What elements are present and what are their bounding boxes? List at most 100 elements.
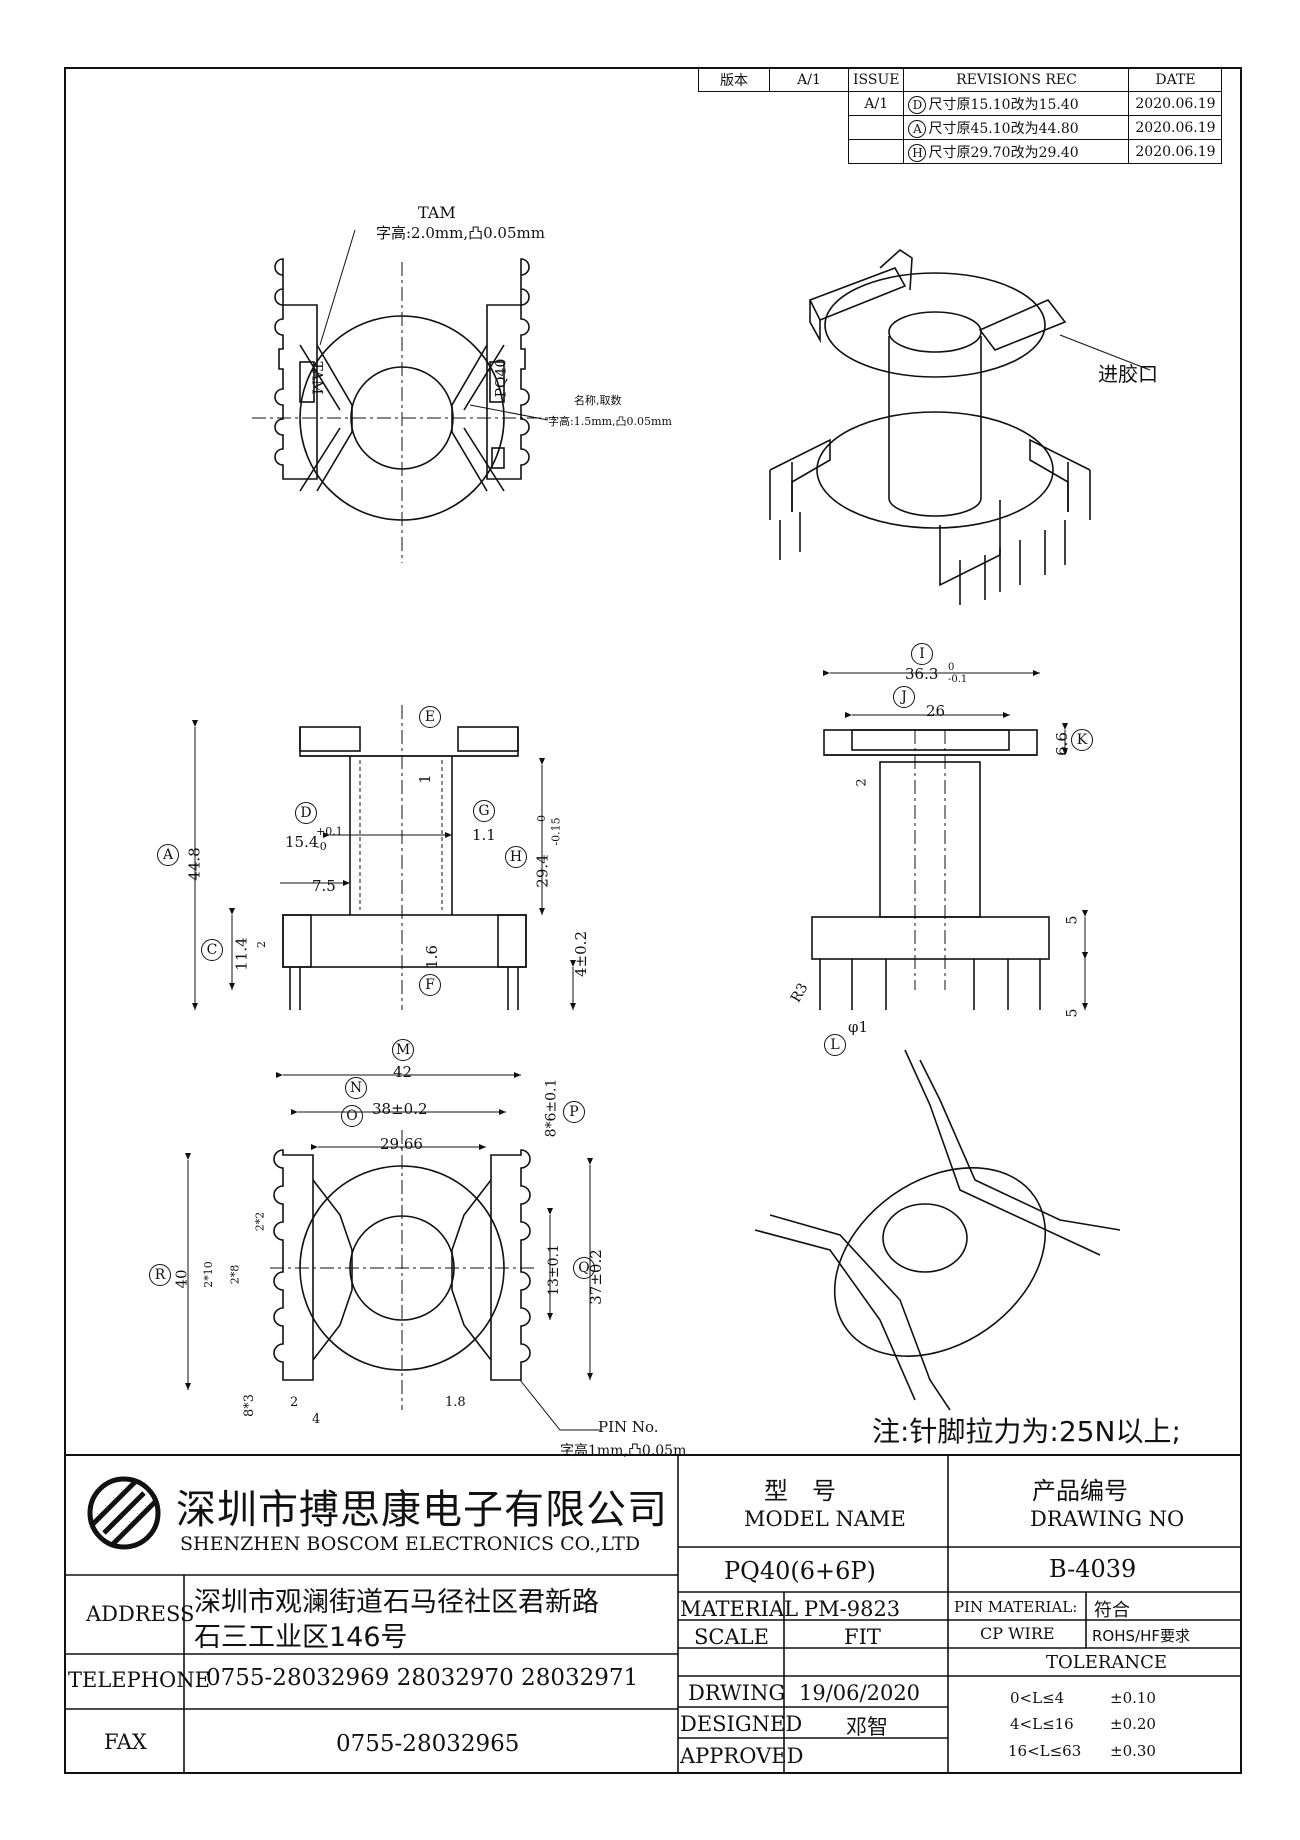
cp-wire: CP WIRE xyxy=(980,1624,1055,1643)
iso-view-bottom xyxy=(754,1049,1121,1411)
dim-O: 29.66 xyxy=(380,1135,423,1153)
material-label: MATERIAL xyxy=(680,1597,799,1621)
company-logo xyxy=(87,1476,161,1550)
dim-r2x2: 2*2 xyxy=(253,1211,267,1232)
balloon-a: A xyxy=(157,844,179,866)
material-value: PM-9823 xyxy=(804,1597,901,1621)
tam-spec: 字高:2.0mm,凸0.05mm xyxy=(376,224,545,242)
dim-I-tol-up: 0 xyxy=(948,662,955,673)
dim-c2: 2 xyxy=(255,941,268,948)
top-view xyxy=(252,258,555,563)
dim-M: 42 xyxy=(393,1063,413,1081)
body-text-pq40: PQ40 xyxy=(493,358,510,398)
dim-k5a: 5 xyxy=(1064,915,1081,925)
dim-D-tol-up: +0.1 xyxy=(316,825,343,838)
drawing-cn: 产品编号 xyxy=(1032,1477,1128,1505)
dim-k5b: 5 xyxy=(1064,1008,1081,1018)
dim-b4: 4 xyxy=(312,1412,321,1427)
pull-force-note: 注:针脚拉力为:25N以上; xyxy=(872,1415,1181,1448)
address-line-1: 深圳市观澜街道石马径社区君新路 xyxy=(194,1587,599,1618)
iso-view-top xyxy=(769,248,1091,605)
scale-label: SCALE xyxy=(694,1625,769,1649)
body-text-tam: TAM xyxy=(308,361,325,395)
telephone-value: 0755-28032969 28032970 28032971 xyxy=(206,1665,639,1691)
dim-b8x3: 8*3 xyxy=(242,1393,258,1418)
dim-R: 40 xyxy=(172,1269,191,1289)
fax-value: 0755-28032965 xyxy=(336,1731,520,1757)
balloon-r: R xyxy=(149,1264,171,1286)
name-qty-label: 名称,取数 xyxy=(574,394,622,407)
side-view xyxy=(811,729,1050,1010)
rohs-value: ROHS/HF要求 xyxy=(1092,1627,1190,1645)
bottom-view xyxy=(270,1130,535,1410)
balloon-o: O xyxy=(341,1105,363,1127)
tol-range-3: 16<L≤63 xyxy=(1008,1742,1082,1760)
dim-b18: 1.8 xyxy=(445,1395,466,1410)
pin-no-label: PIN No. xyxy=(598,1418,659,1436)
dim-I-tol-dn: -0.1 xyxy=(948,674,968,685)
pin-spec: 字高1mm,凸0.05m xyxy=(560,1443,687,1459)
address-label: ADDRESS xyxy=(86,1602,195,1626)
designed-value: 邓智 xyxy=(846,1715,888,1739)
dim-G: 1.1 xyxy=(472,826,496,844)
dim-k2: 2 xyxy=(854,778,870,787)
designed-label: DESIGNED xyxy=(680,1712,803,1736)
dim-C: 11.4 xyxy=(232,937,251,971)
rev-head-issue: ISSUE xyxy=(847,67,905,92)
rev-date-2: 2020.06.19 xyxy=(1128,115,1223,140)
tolerance-label: TOLERANCE xyxy=(1046,1652,1168,1673)
balloon-c: C xyxy=(201,939,223,961)
balloon-h: H xyxy=(505,846,527,868)
dim-q13: 13±0.1 xyxy=(545,1244,562,1296)
tol-range-2: 4<L≤16 xyxy=(1010,1715,1074,1733)
dim-r2x8: 2*8 xyxy=(228,1264,242,1285)
dim-H-tol-dn: -0.15 xyxy=(549,817,563,846)
balloon-q: Q xyxy=(573,1257,595,1279)
tol-range-1: 0<L≤4 xyxy=(1010,1689,1065,1707)
balloon-e: E xyxy=(419,706,441,728)
tol-val-3: ±0.30 xyxy=(1110,1742,1156,1760)
dim-b2: 2 xyxy=(290,1395,299,1410)
tol-val-1: ±0.10 xyxy=(1110,1689,1156,1707)
balloon-n: N xyxy=(345,1077,367,1099)
model-cn: 型 号 xyxy=(764,1477,836,1505)
dim-D-tol-dn: -0 xyxy=(316,840,327,853)
dim-E: 1 xyxy=(415,774,434,784)
tol-val-2: ±0.20 xyxy=(1110,1715,1156,1733)
dim-D: 15.4 xyxy=(285,833,319,851)
rev-head-version: 版本 xyxy=(698,67,770,92)
rev-date-3: 2020.06.19 xyxy=(1128,139,1223,164)
pin-material-label: PIN MATERIAL: xyxy=(954,1598,1078,1616)
pin-material-value: 符合 xyxy=(1094,1600,1130,1621)
fax-label: FAX xyxy=(104,1730,147,1754)
rev-issue: A/1 xyxy=(847,91,905,116)
balloon-p: P xyxy=(563,1101,585,1123)
dim-K: 6.6 xyxy=(1052,732,1071,756)
drawing-value: B-4039 xyxy=(1049,1555,1137,1583)
dim-r2x10: 2*10 xyxy=(201,1261,215,1288)
dim-A: 44.8 xyxy=(185,847,204,881)
balloon-d: D xyxy=(295,802,317,824)
drwing-value: 19/06/2020 xyxy=(799,1681,921,1705)
drawing-en: DRAWING NO xyxy=(1030,1507,1185,1531)
name-spec: 字高:1.5mm,凸0.05mm xyxy=(548,415,672,428)
gate-label: 进胶口 xyxy=(1098,362,1158,386)
front-view xyxy=(282,705,527,1010)
dim-J: 26 xyxy=(926,702,946,720)
model-value: PQ40(6+6P) xyxy=(724,1557,876,1585)
dim-H: 29.4 xyxy=(533,854,552,888)
dim-N: 38±0.2 xyxy=(372,1100,428,1118)
approved-label: APPROVED xyxy=(680,1744,804,1768)
dim-F: 1.6 xyxy=(422,945,441,969)
dim-P: 8*6±0.1 xyxy=(543,1078,560,1138)
drwing-label: DRWING xyxy=(688,1681,786,1705)
balloon-k: K xyxy=(1071,729,1093,751)
model-en: MODEL NAME xyxy=(744,1507,906,1531)
dim-7.5: 7.5 xyxy=(312,877,336,895)
balloon-f: F xyxy=(419,974,441,996)
